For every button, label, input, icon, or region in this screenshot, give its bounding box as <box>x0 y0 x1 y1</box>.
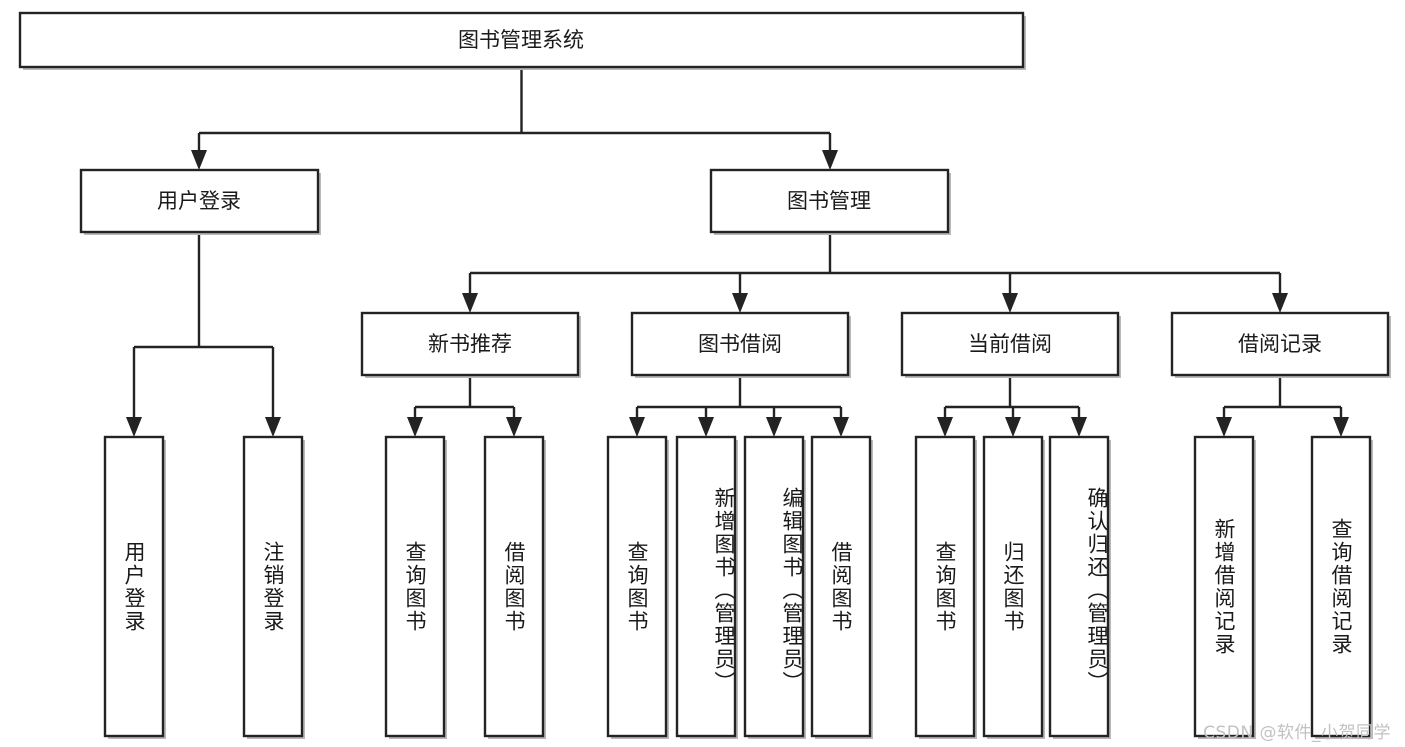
node-book-management[interactable]: 图书管理 <box>709 168 951 235</box>
arrow-leaf-edit-book <box>766 417 782 437</box>
connector-layer <box>126 67 1349 437</box>
arrow-user-login <box>191 150 207 170</box>
node-current-borrow-label: 当前借阅 <box>968 332 1052 356</box>
node-book-borrow[interactable]: 图书借阅 <box>630 311 851 378</box>
node-borrow-record-label: 借阅记录 <box>1238 332 1322 356</box>
leaf-box-return-book[interactable] <box>982 435 1044 738</box>
node-user-login[interactable]: 用户登录 <box>79 168 321 235</box>
leaf-box-user-login[interactable] <box>103 435 165 738</box>
node-root-label: 图书管理系统 <box>458 28 584 52</box>
arrow-book-management <box>822 150 838 170</box>
arrow-borrow-record <box>1272 293 1288 313</box>
node-new-book-recommend-label: 新书推荐 <box>428 332 512 356</box>
arrow-leaf-query-book-2 <box>629 417 645 437</box>
node-book-borrow-label: 图书借阅 <box>698 332 782 356</box>
arrow-current-borrow <box>1002 293 1018 313</box>
leaf-box-borrow-book-2[interactable] <box>810 435 872 738</box>
arrow-leaf-add-record <box>1216 417 1232 437</box>
leaf-box-add-book[interactable] <box>675 435 737 738</box>
arrow-leaf-borrow-book-1 <box>506 417 522 437</box>
node-user-login-label: 用户登录 <box>157 189 241 213</box>
leaf-box-confirm-return[interactable] <box>1048 435 1110 738</box>
arrow-leaf-confirm-return <box>1071 417 1087 437</box>
node-root[interactable]: 图书管理系统 <box>18 11 1026 70</box>
node-borrow-record[interactable]: 借阅记录 <box>1170 311 1391 378</box>
leaf-box-query-book-3[interactable] <box>914 435 976 738</box>
leaf-box-query-record[interactable] <box>1310 435 1372 738</box>
arrow-leaf-query-book-1 <box>407 417 423 437</box>
leaf-box-query-book-2[interactable] <box>606 435 668 738</box>
leaf-box-logout[interactable] <box>242 435 304 738</box>
arrow-leaf-borrow-book-2 <box>833 417 849 437</box>
arrow-leaf-add-book <box>698 417 714 437</box>
arrow-leaf-query-book-3 <box>937 417 953 437</box>
node-book-management-label: 图书管理 <box>787 189 871 213</box>
node-current-borrow[interactable]: 当前借阅 <box>900 311 1121 378</box>
arrow-leaf-query-record <box>1333 417 1349 437</box>
leaf-box-edit-book[interactable] <box>743 435 805 738</box>
leaf-box-add-record[interactable] <box>1193 435 1255 738</box>
node-new-book-recommend[interactable]: 新书推荐 <box>360 311 581 378</box>
arrow-leaf-logout <box>265 417 281 437</box>
leaf-box-query-book-1[interactable] <box>384 435 446 738</box>
leaf-box-layer <box>103 435 1373 739</box>
arrow-leaf-user-login <box>126 417 142 437</box>
csdn-watermark: CSDN @软件_小贺同学 <box>1203 723 1391 743</box>
arrow-leaf-return-book <box>1005 417 1021 437</box>
arrow-new-book-recommend <box>462 293 478 313</box>
arrow-book-borrow <box>732 293 748 313</box>
leaf-box-borrow-book-1[interactable] <box>483 435 545 738</box>
